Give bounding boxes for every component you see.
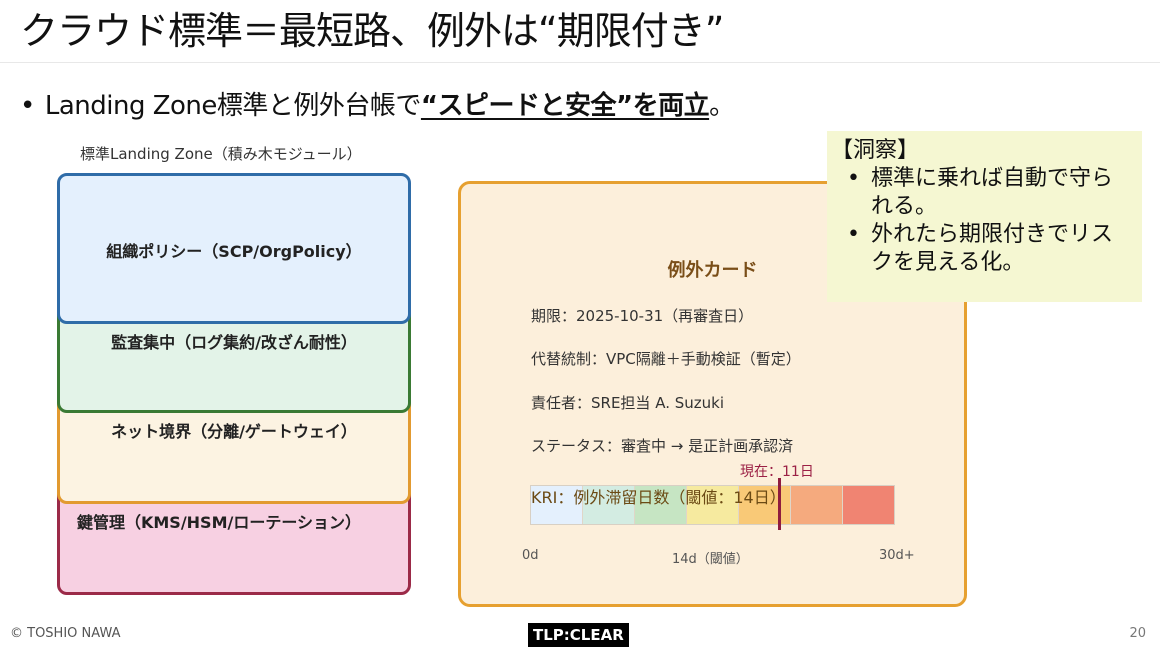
- kri-segment: [791, 486, 843, 524]
- kri-tick-max: 30d+: [879, 548, 915, 563]
- kri-tick-threshold: 14d（閾値）: [672, 552, 749, 567]
- card-status: ステータス：審査中 → 是正計画承認済: [531, 437, 794, 455]
- exception-card-title: 例外カード: [667, 260, 758, 281]
- insight-list: 標準に乗れば自動で守られる。 外れたら期限付きでリスクを見える化。: [831, 165, 1132, 277]
- main-bullet: • Landing Zone標準と例外台帳で“スピードと安全”を両立。: [20, 86, 735, 126]
- tlp-badge: TLP:CLEAR: [528, 623, 629, 647]
- bullet-dot: •: [20, 91, 35, 121]
- kri-current-label: 現在：11日: [740, 464, 814, 480]
- kri-label: KRI：例外滞留日数（閾値：14日）: [531, 488, 786, 507]
- insight-point: 外れたら期限付きでリスクを見える化。: [831, 221, 1132, 277]
- kri-tick-0: 0d: [522, 548, 539, 563]
- insight-point: 標準に乗れば自動で守られる。: [831, 165, 1132, 221]
- insight-heading: 【洞察】: [831, 138, 920, 163]
- layer-label: 組織ポリシー（SCP/OrgPolicy）: [106, 242, 362, 261]
- kri-segment: [687, 486, 739, 524]
- kri-current-marker: [778, 478, 781, 530]
- kri-heat-bar: [530, 485, 895, 525]
- copyright: © TOSHIO NAWA: [10, 626, 121, 641]
- kri-segment: [843, 486, 894, 524]
- bullet-prefix: Landing Zone標準と例外台帳で: [44, 91, 422, 121]
- card-compensating-control: 代替統制：VPC隔離＋手動検証（暫定）: [531, 350, 801, 368]
- slide-title: クラウド標準＝最短路、例外は“期限付き”: [20, 9, 724, 53]
- kri-segment: [635, 486, 687, 524]
- card-owner: 責任者：SRE担当 A. Suzuki: [531, 394, 724, 412]
- page-number: 20: [1129, 626, 1146, 641]
- insight-box: 【洞察】 標準に乗れば自動で守られる。 外れたら期限付きでリスクを見える化。: [827, 131, 1142, 302]
- layer-label: ネット境界（分離/ゲートウェイ）: [111, 422, 357, 441]
- bullet-emphasis: “スピードと安全”を両立: [420, 91, 710, 121]
- layer-label: 鍵管理（KMS/HSM/ローテーション）: [76, 513, 362, 532]
- landing-zone-caption: 標準Landing Zone（積み木モジュール）: [80, 145, 362, 163]
- title-divider: [0, 62, 1160, 63]
- kri-segment: [739, 486, 791, 524]
- card-deadline: 期限：2025-10-31（再審査日）: [531, 307, 754, 325]
- layer-org-policy: 組織ポリシー（SCP/OrgPolicy）: [57, 173, 411, 324]
- layer-label: 監査集中（ログ集約/改ざん耐性）: [111, 333, 357, 352]
- bullet-suffix: 。: [709, 91, 735, 121]
- kri-segment: [531, 486, 583, 524]
- kri-segment: [583, 486, 635, 524]
